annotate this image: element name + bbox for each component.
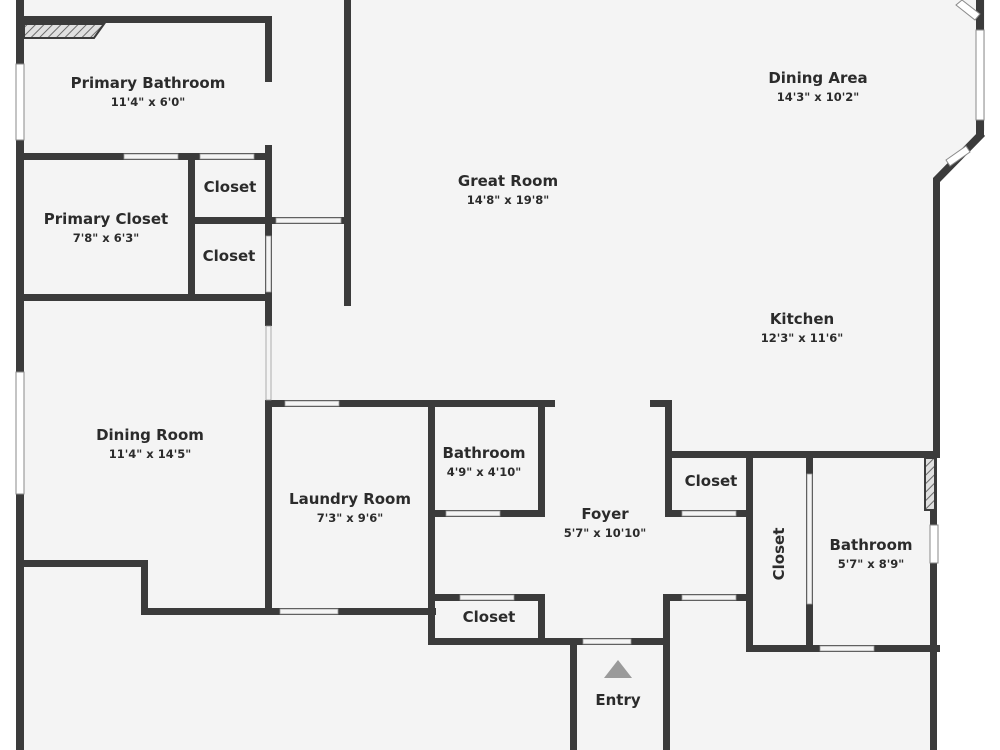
bathroom-center-name: Bathroom [442,444,525,462]
dining-area-dims: 14'3" x 10'2" [777,90,859,104]
laundry-room-dims: 7'3" x 9'6" [317,511,383,525]
foyer-dims: 5'7" x 10'10" [564,526,646,540]
laundry-room-name: Laundry Room [289,490,411,508]
dining-room-dims: 11'4" x 14'5" [109,447,191,461]
bathroom-center-dims: 4'9" x 4'10" [447,465,521,479]
closet-vertical-name: Closet [770,528,788,581]
bathroom-right-dims: 5'7" x 8'9" [838,557,904,571]
closet-foyer-bottom-name: Closet [463,608,516,626]
closet-foyer-right-name: Closet [685,472,738,490]
bathroom-right-name: Bathroom [829,536,912,554]
entry-name: Entry [595,691,640,709]
closet-upper-name: Closet [204,178,257,196]
dining-area-name: Dining Area [768,69,867,87]
primary-closet-dims: 7'8" x 6'3" [73,231,139,245]
primary-bathroom-name: Primary Bathroom [71,74,226,92]
kitchen-name: Kitchen [770,310,834,328]
great-room-dims: 14'8" x 19'8" [467,193,549,207]
foyer-name: Foyer [581,505,629,523]
primary-bathroom-dims: 11'4" x 6'0" [111,95,185,109]
floor-area [20,0,1000,750]
closet-lower-name: Closet [203,247,256,265]
great-room-name: Great Room [458,172,558,190]
primary-closet-name: Primary Closet [44,210,168,228]
kitchen-dims: 12'3" x 11'6" [761,331,843,345]
dining-room-name: Dining Room [96,426,204,444]
